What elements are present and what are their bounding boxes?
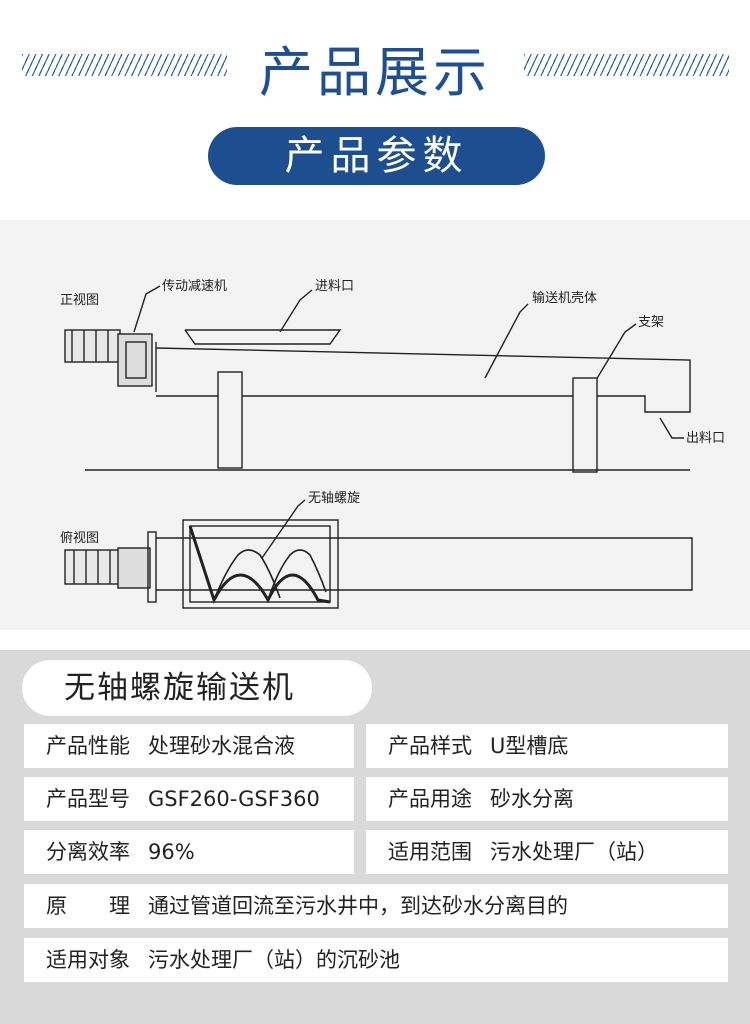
spec-cell: 原 理通过管道回流至污水井中，到达砂水分离目的 bbox=[24, 884, 728, 928]
spec-value: 通过管道回流至污水井中，到达砂水分离目的 bbox=[148, 894, 568, 918]
top-view-label: 俯视图 bbox=[60, 530, 99, 546]
spec-cell: 产品型号 GSF260-GSF360 bbox=[24, 777, 354, 821]
spec-value: 96% bbox=[148, 840, 195, 864]
spec-cell: 适用范围污水处理厂（站） bbox=[366, 830, 728, 874]
drive-reducer-label: 传动减速机 bbox=[162, 279, 227, 294]
spec-label: 产品型号 bbox=[46, 787, 130, 811]
spec-label: 适用范围 bbox=[388, 840, 472, 864]
support-label: 支架 bbox=[638, 315, 664, 330]
front-view-label: 正视图 bbox=[60, 293, 99, 308]
product-info-panel: 无轴螺旋输送机 产品性能处理砂水混合液 产品样式 U型槽底 产品型号 GSF260-… bbox=[0, 650, 750, 1024]
outlet-label: 出料口 bbox=[686, 431, 725, 446]
spec-value: 污水处理厂（站）的沉砂池 bbox=[148, 948, 400, 972]
spec-label: 原 理 bbox=[46, 894, 130, 918]
spec-label: 产品性能 bbox=[46, 734, 130, 758]
spec-cell: 产品性能处理砂水混合液 bbox=[24, 724, 354, 768]
spec-label: 适用对象 bbox=[46, 948, 130, 972]
product-name: 无轴螺旋输送机 bbox=[22, 660, 372, 716]
spec-cell: 适用对象污水处理厂（站）的沉砂池 bbox=[24, 938, 728, 982]
inlet-label: 进料口 bbox=[315, 279, 354, 294]
product-diagram: 正视图 传动减速机 进料口 输送机壳体 支架 出料口 bbox=[0, 220, 750, 630]
decorative-hatch-left bbox=[22, 54, 227, 76]
params-title-badge: 产品参数 bbox=[208, 127, 545, 185]
spec-cell: 产品样式 U型槽底 bbox=[366, 724, 728, 768]
spec-label: 分离效率 bbox=[46, 840, 130, 864]
spec-cell: 产品用途砂水分离 bbox=[366, 777, 728, 821]
spec-cell: 分离效率 96% bbox=[24, 830, 354, 874]
spec-label: 产品用途 bbox=[388, 787, 472, 811]
spec-value: 砂水分离 bbox=[490, 787, 574, 811]
decorative-hatch-right bbox=[524, 54, 729, 76]
spec-label: 产品样式 bbox=[388, 734, 472, 758]
diagram-drawing: 正视图 传动减速机 进料口 输送机壳体 支架 出料口 bbox=[60, 279, 725, 609]
header: 产品展示 产品参数 bbox=[0, 0, 750, 185]
spec-value: U型槽底 bbox=[490, 734, 569, 758]
housing-label: 输送机壳体 bbox=[532, 290, 597, 306]
page-title: 产品展示 bbox=[259, 41, 491, 104]
shaftless-spiral-label: 无轴螺旋 bbox=[308, 491, 360, 506]
spec-value: 污水处理厂（站） bbox=[490, 840, 658, 864]
spec-value: 处理砂水混合液 bbox=[148, 734, 295, 758]
spec-value: GSF260-GSF360 bbox=[148, 787, 320, 811]
